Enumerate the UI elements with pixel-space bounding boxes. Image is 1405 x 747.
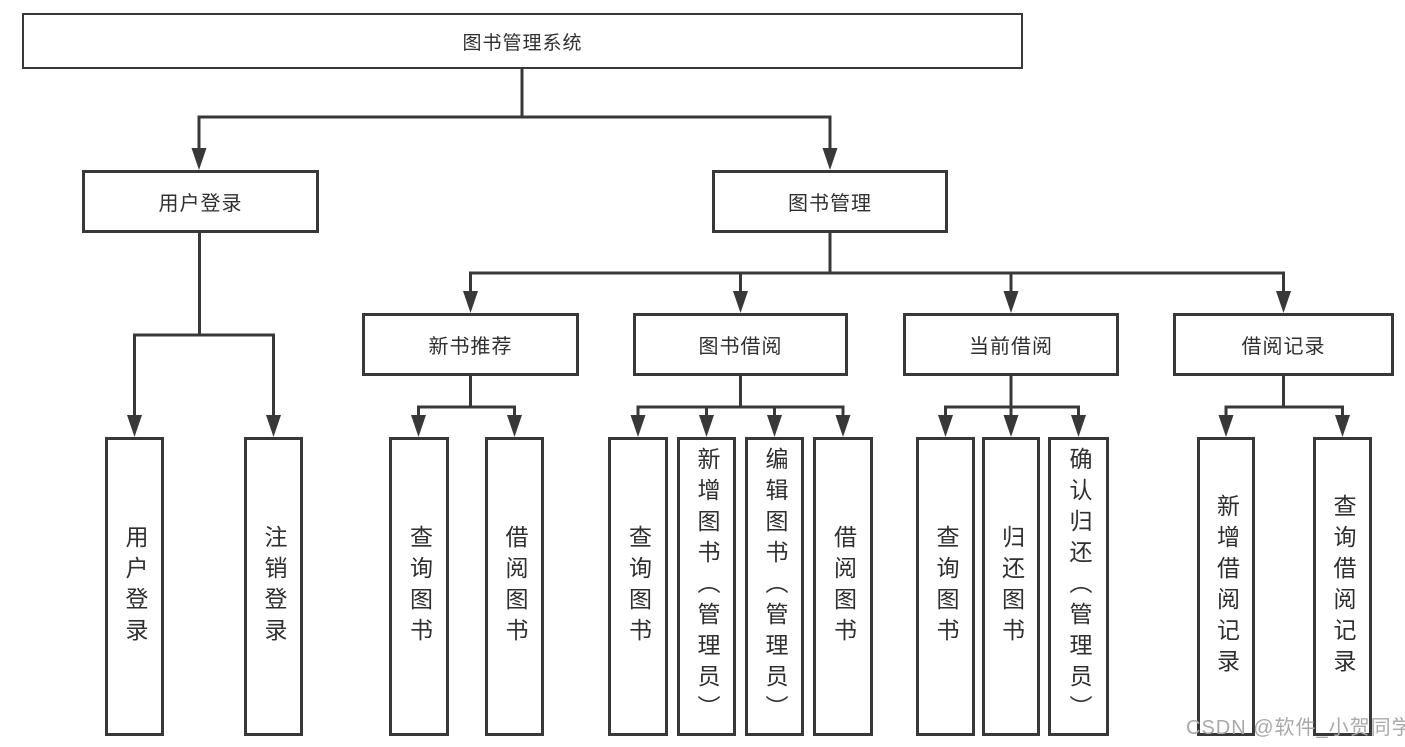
node-book-management: 图书管理 [712,170,948,233]
node-book-borrowing: 图书借阅 [633,313,848,376]
leaf-label: 查询图书 [625,524,652,649]
leaf-edit-books-admin: 编辑图书（管理员） [745,437,804,736]
leaf-label: 新增借阅记录 [1213,493,1240,680]
connector-book-borrow-to-leaves [630,376,851,437]
leaf-add-borrow-record: 新增借阅记录 [1197,437,1255,736]
connector-new-book-to-leaves [411,376,522,437]
leaf-label: 借阅图书 [502,524,528,649]
leaf-user-login-label: 用户登录 [122,524,148,649]
leaf-label: 借阅图书 [830,524,857,649]
leaf-label: 查询借阅记录 [1330,493,1356,680]
leaf-borrow-books-recommend: 借阅图书 [485,437,544,736]
node-user-login: 用户登录 [82,170,319,233]
connector-user-login-to-leaves [127,233,281,437]
node-borrowing-records: 借阅记录 [1173,313,1394,376]
connector-book-management-to-sections [463,233,1291,313]
leaf-query-books-recommend: 查询图书 [389,437,449,736]
leaf-query-books-current: 查询图书 [916,437,975,736]
leaf-user-login: 用户登录 [105,437,164,736]
csdn-watermark: CSDN @软件_小贺同学 [1186,717,1405,739]
leaf-confirm-return-admin: 确认归还（管理员） [1048,437,1109,736]
leaf-label: 确认归还（管理员） [1066,447,1092,726]
leaf-query-books-borrow: 查询图书 [608,437,668,736]
node-current-borrowing: 当前借阅 [903,313,1119,376]
leaf-label: 查询图书 [933,524,959,649]
leaf-label: 编辑图书（管理员） [762,447,788,726]
leaf-add-books-admin: 新增图书（管理员） [677,437,736,736]
leaf-label: 新增图书（管理员） [694,447,720,726]
leaf-logout-label: 注销登录 [261,524,287,649]
leaf-label: 查询图书 [406,524,433,649]
node-library-management-system: 图书管理系统 [22,13,1023,69]
leaf-logout: 注销登录 [244,437,303,736]
leaf-query-borrow-record: 查询借阅记录 [1313,437,1372,736]
connector-borrow-records-to-leaves [1218,376,1350,437]
leaf-borrow-books: 借阅图书 [813,437,873,736]
connector-current-borrow-to-leaves [938,376,1086,437]
node-new-book-recommendation: 新书推荐 [362,313,579,376]
leaf-return-books: 归还图书 [982,437,1040,736]
connector-root-to-level2 [191,68,838,170]
leaf-label: 归还图书 [998,524,1025,649]
